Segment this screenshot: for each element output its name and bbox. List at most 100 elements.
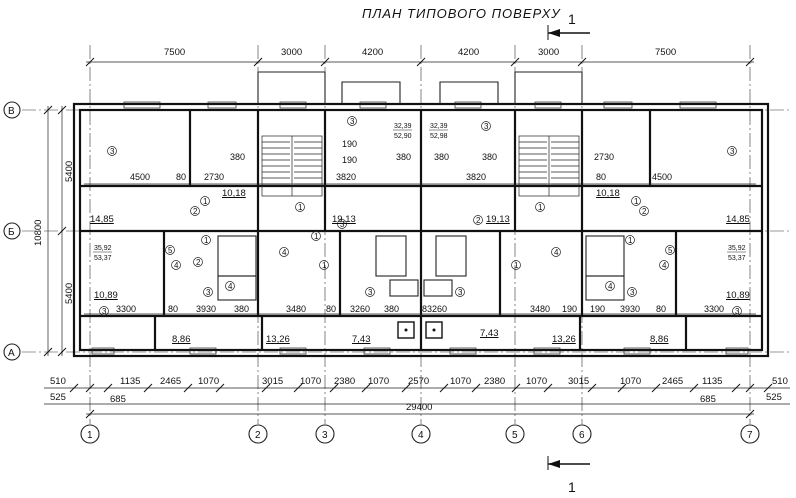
svg-text:5: 5 <box>168 246 173 255</box>
svg-text:3: 3 <box>484 122 489 131</box>
top-dimension-chain: 7500 3000 4200 4200 3000 7500 <box>85 47 755 67</box>
svg-text:3820: 3820 <box>466 172 486 182</box>
row-axis-a: А <box>8 348 15 359</box>
apt-left-total: 53,37 <box>94 255 112 262</box>
svg-text:3: 3 <box>322 430 328 441</box>
top-dim-2: 3000 <box>281 47 302 58</box>
svg-text:3930: 3930 <box>196 304 216 314</box>
svg-text:2: 2 <box>255 430 261 441</box>
svg-text:380: 380 <box>234 304 249 314</box>
svg-text:1: 1 <box>538 203 543 212</box>
top-dim-5: 3000 <box>538 47 559 58</box>
svg-text:1: 1 <box>87 430 93 441</box>
svg-text:3260: 3260 <box>350 304 370 314</box>
svg-text:3: 3 <box>368 288 373 297</box>
svg-text:525: 525 <box>766 392 782 403</box>
top-dim-4: 4200 <box>458 47 479 58</box>
svg-text:1070: 1070 <box>450 376 471 387</box>
svg-text:3: 3 <box>102 307 107 316</box>
svg-text:2465: 2465 <box>662 376 683 387</box>
svg-text:380: 380 <box>396 152 411 162</box>
svg-text:4500: 4500 <box>130 172 150 182</box>
svg-text:80: 80 <box>656 304 666 314</box>
svg-text:5: 5 <box>668 246 673 255</box>
apt-left-living: 35,92 <box>94 245 112 252</box>
svg-text:2: 2 <box>196 258 201 267</box>
row-axis-v: В <box>8 106 15 117</box>
svg-text:4: 4 <box>418 430 424 441</box>
svg-text:10,89: 10,89 <box>94 290 118 301</box>
svg-text:1070: 1070 <box>300 376 321 387</box>
svg-text:19,13: 19,13 <box>332 214 356 225</box>
svg-text:2: 2 <box>642 207 647 216</box>
svg-text:80: 80 <box>326 304 336 314</box>
section-label-bottom: 1 <box>568 479 576 495</box>
svg-text:4: 4 <box>174 261 179 270</box>
svg-text:80: 80 <box>176 172 186 182</box>
row-axis-markers: В Б А <box>3 101 21 361</box>
svg-text:6: 6 <box>579 430 585 441</box>
svg-text:13,26: 13,26 <box>266 334 290 345</box>
svg-text:10,89: 10,89 <box>726 290 750 301</box>
left-dim-total: 10800 <box>33 220 44 246</box>
svg-text:1070: 1070 <box>526 376 547 387</box>
svg-text:1135: 1135 <box>120 376 140 387</box>
svg-text:80: 80 <box>168 304 178 314</box>
svg-text:19,13: 19,13 <box>486 214 510 225</box>
svg-text:3: 3 <box>735 307 740 316</box>
svg-text:3015: 3015 <box>262 376 283 387</box>
svg-text:3: 3 <box>206 288 211 297</box>
apt-right-total: 53,37 <box>728 255 746 262</box>
section-mark-top: 1 <box>547 11 590 40</box>
left-dimension-chain: 5400 10800 5400 <box>33 105 75 357</box>
svg-text:2: 2 <box>193 207 198 216</box>
svg-text:80: 80 <box>596 172 606 182</box>
section-mark-bottom: 1 <box>547 456 590 495</box>
svg-text:2730: 2730 <box>594 152 614 162</box>
svg-text:380: 380 <box>384 304 399 314</box>
lower-room-dims: 3300 80 3930 380 3480 80 3260 380 83260 … <box>84 304 756 315</box>
svg-text:4500: 4500 <box>652 172 672 182</box>
svg-text:1: 1 <box>314 232 319 241</box>
svg-text:1070: 1070 <box>620 376 641 387</box>
svg-text:3: 3 <box>730 147 735 156</box>
svg-text:190: 190 <box>562 304 577 314</box>
svg-text:1070: 1070 <box>368 376 389 387</box>
svg-text:10,18: 10,18 <box>596 188 620 199</box>
interior-walls <box>80 110 762 350</box>
svg-text:380: 380 <box>230 152 245 162</box>
svg-text:3300: 3300 <box>704 304 724 314</box>
svg-text:1: 1 <box>298 203 303 212</box>
svg-text:3930: 3930 <box>620 304 640 314</box>
svg-text:2730: 2730 <box>204 172 224 182</box>
total-dimension: 29400 <box>406 402 432 413</box>
svg-text:14,85: 14,85 <box>726 214 750 225</box>
svg-text:2465: 2465 <box>160 376 181 387</box>
svg-text:1: 1 <box>634 197 639 206</box>
svg-text:1: 1 <box>204 236 209 245</box>
svg-text:190: 190 <box>342 139 357 149</box>
top-dim-1: 7500 <box>164 47 185 58</box>
svg-text:3: 3 <box>630 288 635 297</box>
svg-text:380: 380 <box>482 152 497 162</box>
svg-text:7,43: 7,43 <box>480 328 499 339</box>
svg-text:1: 1 <box>628 236 633 245</box>
svg-text:2570: 2570 <box>408 376 429 387</box>
svg-text:4: 4 <box>228 282 233 291</box>
svg-text:83260: 83260 <box>422 304 447 314</box>
svg-text:8,86: 8,86 <box>172 334 191 345</box>
svg-text:3480: 3480 <box>530 304 550 314</box>
svg-text:510: 510 <box>50 376 66 387</box>
apt-cl-total: 52,90 <box>394 133 412 140</box>
apt-cl-living: 32,39 <box>394 123 412 130</box>
svg-text:380: 380 <box>434 152 449 162</box>
svg-text:7,43: 7,43 <box>352 334 371 345</box>
svg-text:1070: 1070 <box>198 376 219 387</box>
svg-text:10,18: 10,18 <box>222 188 246 199</box>
svg-text:2380: 2380 <box>484 376 505 387</box>
svg-text:2: 2 <box>476 216 481 225</box>
apt-right-living: 35,92 <box>728 245 746 252</box>
section-label-top: 1 <box>568 11 576 27</box>
svg-text:14,85: 14,85 <box>90 214 114 225</box>
